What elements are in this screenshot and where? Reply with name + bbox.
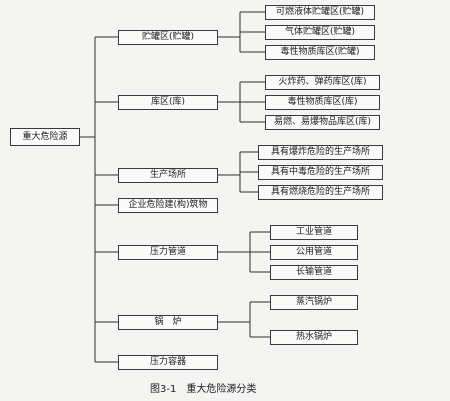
figure-caption: 图3-1 重大危险源分类	[150, 384, 257, 395]
branch-warehouse-area: 库区(库)	[118, 95, 218, 110]
leaf-explosives-warehouse: 火炸药、弹药库区(库)	[265, 75, 380, 90]
branch-production-site: 生产场所	[118, 168, 218, 183]
leaf-flammable-goods-warehouse: 易燃、易爆物品库区(库)	[265, 115, 380, 130]
branch-hazardous-buildings: 企业危险建(构)筑物	[118, 198, 218, 213]
leaf-gas-tank: 气体贮罐区(贮罐)	[265, 25, 375, 40]
branch-pressure-pipeline: 压力管道	[118, 245, 218, 260]
leaf-steam-boiler: 蒸汽锅炉	[270, 295, 358, 310]
leaf-combustion-hazard-site: 具有燃烧危险的生产场所	[258, 185, 383, 200]
leaf-hot-water-boiler: 热水锅炉	[270, 330, 358, 345]
branch-storage-tank-area: 贮罐区(贮罐)	[118, 30, 218, 45]
leaf-toxic-tank: 毒性物质库区(贮罐)	[265, 45, 375, 60]
leaf-flammable-liquid-tank: 可燃液体贮罐区(贮罐)	[265, 5, 375, 20]
leaf-long-distance-pipeline: 长输管道	[270, 265, 358, 280]
leaf-toxic-warehouse: 毒性物质库区(库)	[265, 95, 380, 110]
root-node: 重大危险源	[10, 128, 80, 146]
branch-boiler: 锅 炉	[118, 315, 218, 330]
leaf-poisoning-hazard-site: 具有中毒危险的生产场所	[258, 165, 383, 180]
leaf-industrial-pipeline: 工业管道	[270, 225, 358, 240]
branch-pressure-vessel: 压力容器	[118, 355, 218, 370]
leaf-explosion-hazard-site: 具有爆炸危险的生产场所	[258, 145, 383, 160]
leaf-public-pipeline: 公用管道	[270, 245, 358, 260]
